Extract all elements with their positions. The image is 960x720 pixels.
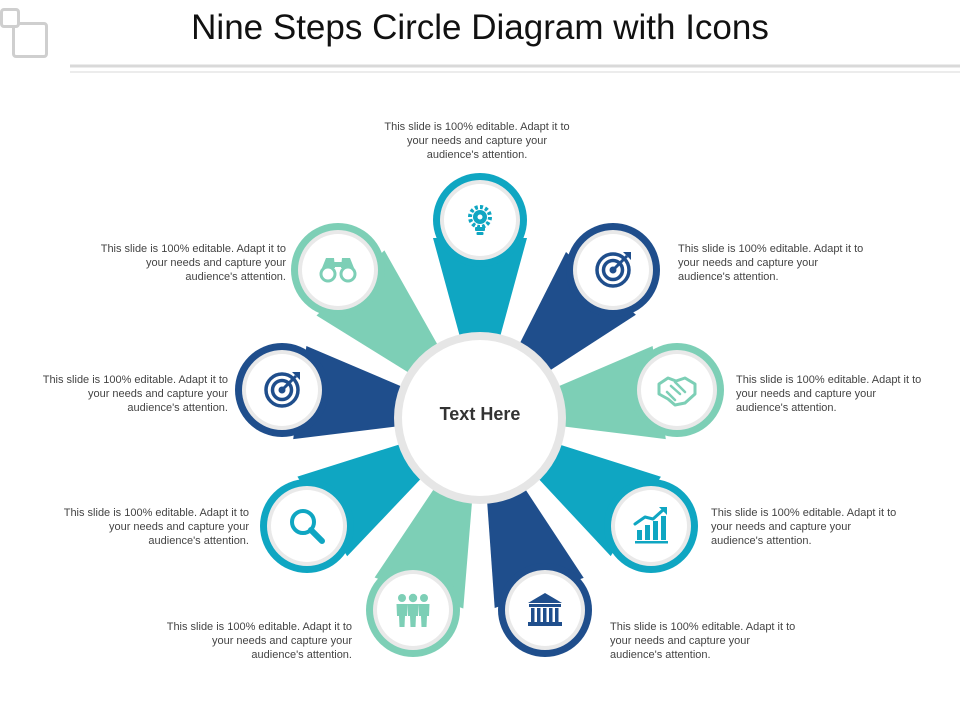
step-3-bubble — [630, 343, 724, 437]
binoculars-icon — [319, 258, 357, 283]
step-8-bubble — [235, 343, 329, 437]
bulb-base — [475, 227, 485, 231]
bulb-tip — [476, 232, 484, 235]
step-1-bubble — [433, 173, 527, 267]
step-9-bubble-inner — [302, 234, 374, 306]
step-7-bubble — [260, 479, 354, 573]
bubble-group — [235, 173, 724, 657]
growth-chart-icon — [633, 507, 668, 544]
bulb-highlight — [477, 214, 483, 220]
center-label: Text Here — [439, 404, 521, 424]
step-7-description: This slide is 100% editable. Adapt it to… — [63, 507, 249, 547]
step-1-description: This slide is 100% editable. Adapt it to… — [384, 121, 570, 161]
step-8-description: This slide is 100% editable. Adapt it to… — [42, 374, 228, 414]
step-2-bubble — [566, 223, 660, 317]
logo-square-back — [12, 22, 48, 58]
step-5-bubble — [498, 563, 592, 657]
step-4-description: This slide is 100% editable. Adapt it to… — [711, 507, 897, 547]
step-2-description: This slide is 100% editable. Adapt it to… — [678, 243, 864, 283]
lightbulb-gear-icon — [468, 205, 492, 235]
step-6-description: This slide is 100% editable. Adapt it to… — [166, 621, 352, 661]
magnifier-icon — [290, 509, 325, 544]
target-icon — [264, 372, 300, 408]
step-9-description: This slide is 100% editable. Adapt it to… — [100, 243, 286, 283]
target-icon — [595, 252, 631, 288]
step-6-bubble — [366, 563, 460, 657]
handshake-icon — [657, 376, 697, 407]
page-title: Nine Steps Circle Diagram with Icons — [191, 8, 769, 47]
step-2-petal — [514, 252, 636, 378]
step-5-description: This slide is 100% editable. Adapt it to… — [610, 621, 796, 661]
step-4-bubble — [604, 479, 698, 573]
step-7-bubble-inner — [271, 490, 343, 562]
step-9-bubble — [291, 223, 385, 317]
step-3-description: This slide is 100% editable. Adapt it to… — [736, 374, 922, 414]
step-9-petal — [316, 250, 444, 380]
step-1-petal — [433, 238, 527, 348]
logo-square-front — [0, 8, 20, 28]
step-4-bubble-inner — [615, 490, 687, 562]
team-icon — [396, 593, 430, 627]
center-circle — [402, 340, 558, 496]
bank-icon — [528, 593, 562, 626]
